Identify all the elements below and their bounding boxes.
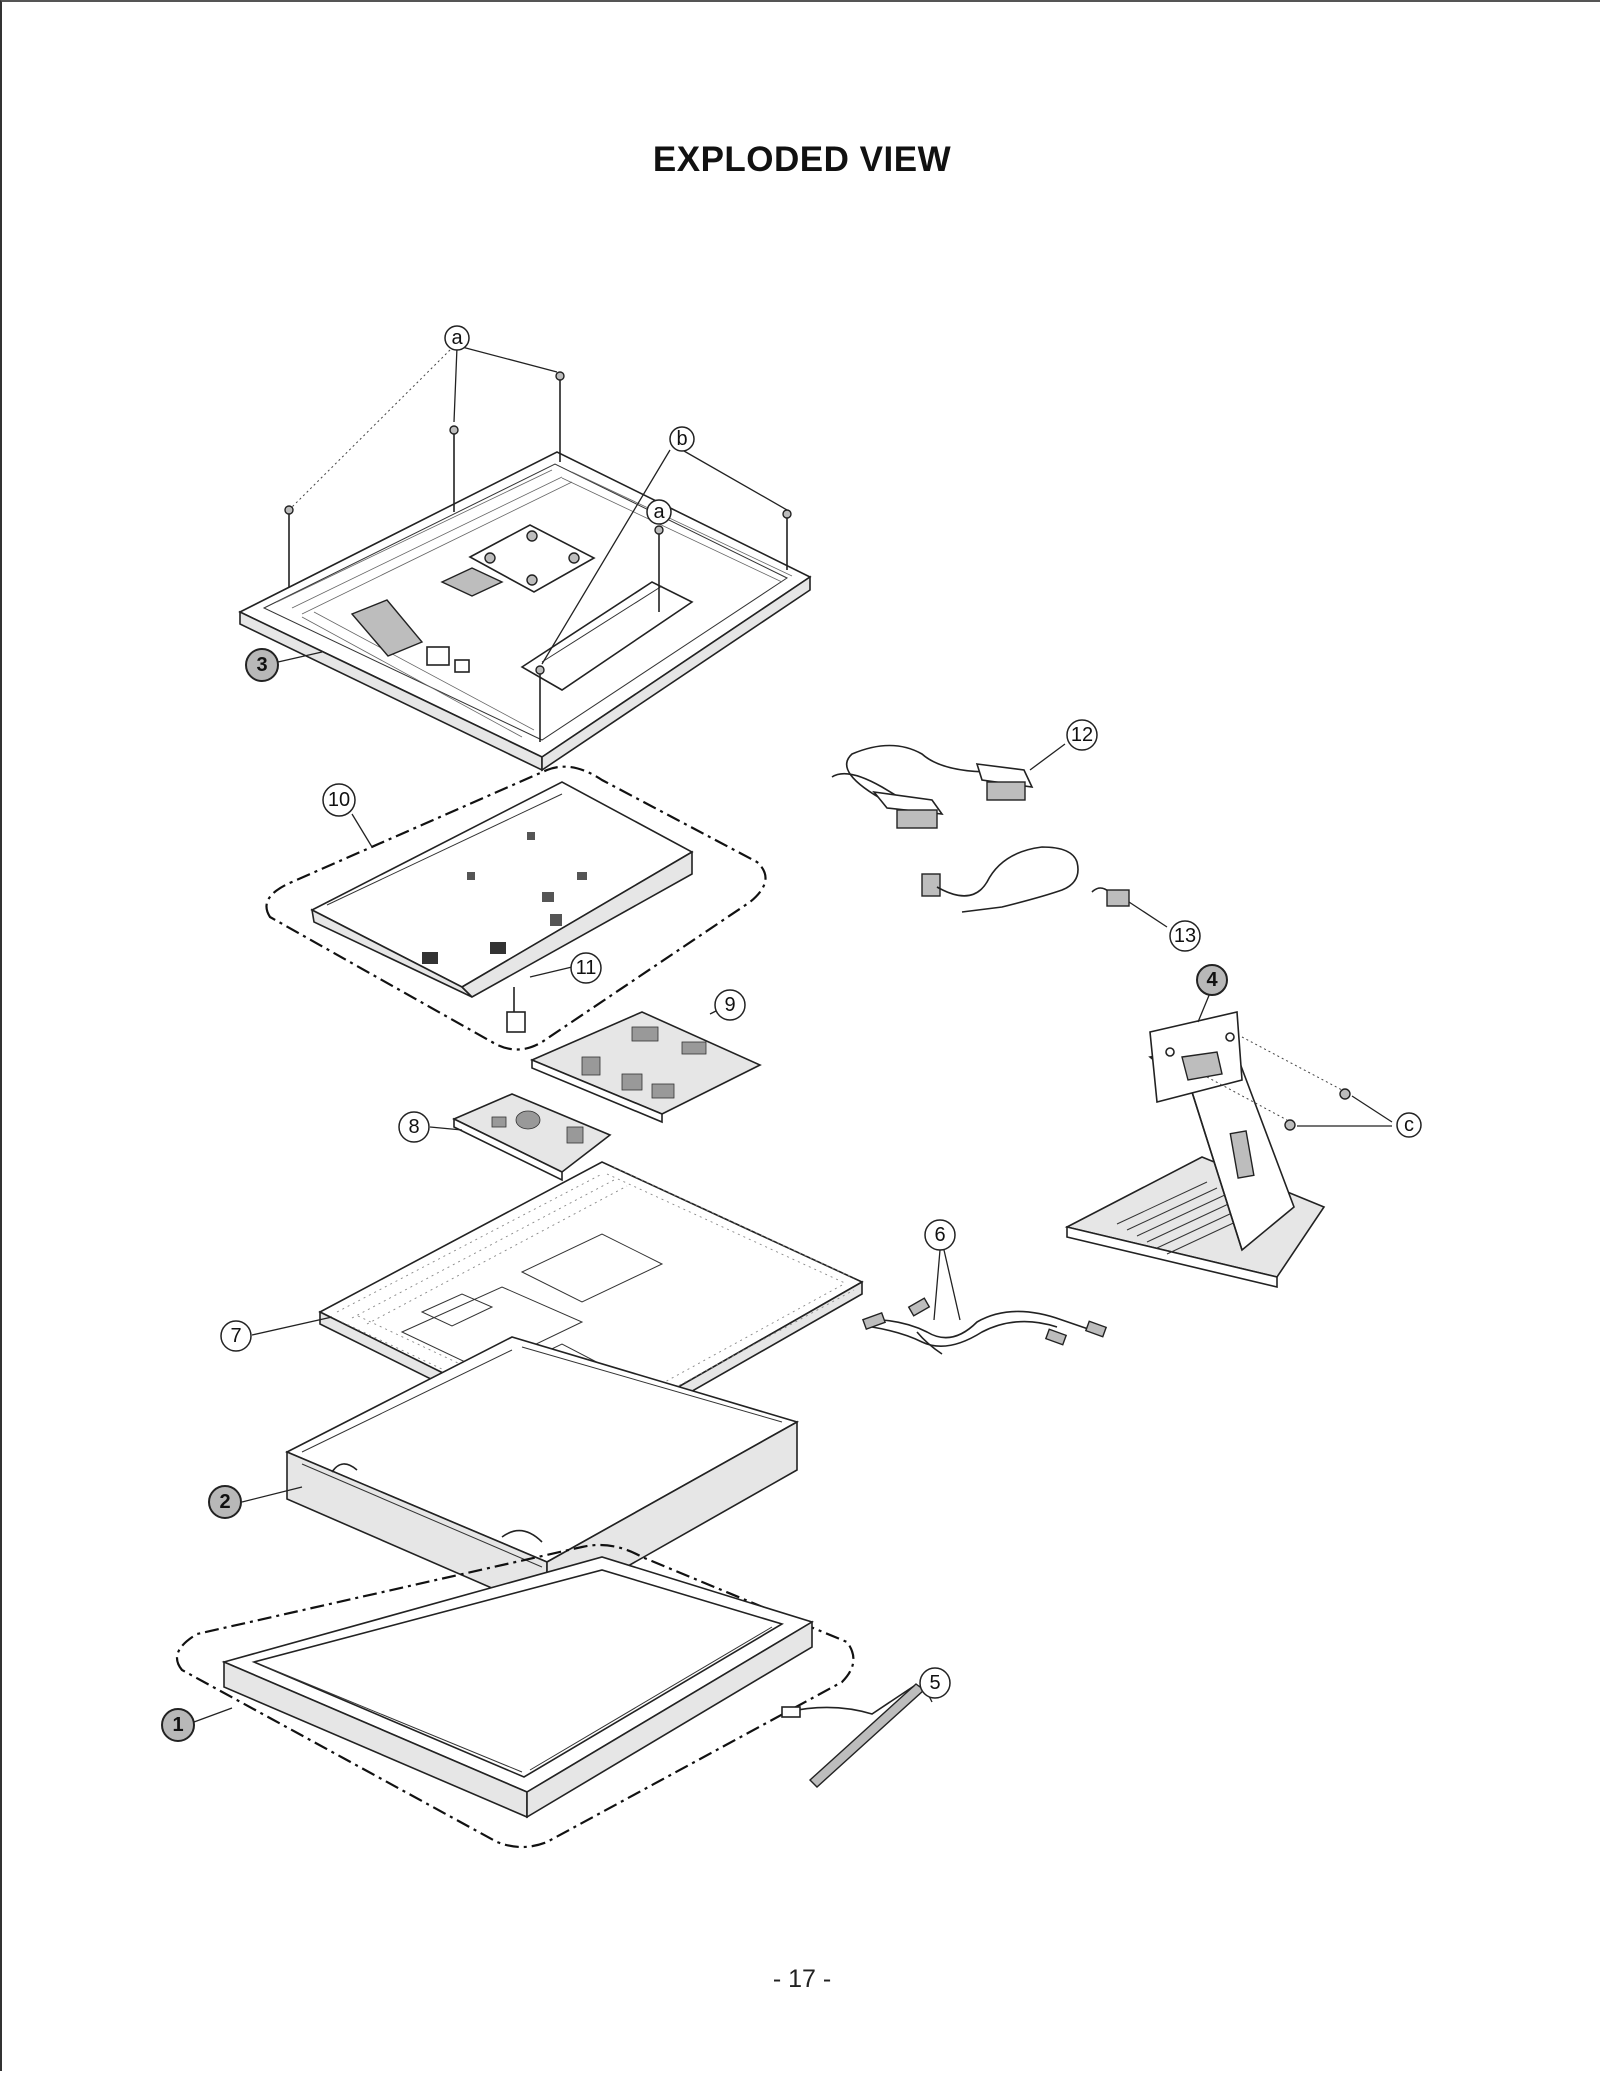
part-5-label: 5 [919,1667,951,1699]
stand [1064,1011,1326,1289]
svg-text:2: 2 [219,1491,230,1513]
lcd-module [285,1336,800,1614]
part-10-group-outline [265,765,767,1051]
part-7-label: 7 [220,1320,252,1352]
svg-text:12: 12 [1071,724,1093,746]
back-cover [238,371,812,772]
part-4-label: 4 [1196,964,1228,996]
svg-text:a: a [653,501,665,523]
lcd-shield [310,781,694,998]
callout-b: b [669,426,695,452]
svg-text:5: 5 [929,1672,940,1694]
part-6-label: 6 [924,1219,956,1251]
dvi-signal-cable [831,744,1034,829]
part-1-label: 1 [161,1708,195,1742]
svg-text:6: 6 [934,1224,945,1246]
callout-a-top: a [444,325,470,351]
svg-text:11: 11 [576,957,597,979]
part-13-label: 13 [1169,920,1201,952]
part-9-label: 9 [714,989,746,1021]
part-2-label: 2 [208,1485,242,1519]
callout-c: c [1396,1112,1422,1138]
part-10-label: 10 [322,783,356,817]
part-1-group-outline [175,1543,855,1849]
internal-cables [861,1297,1108,1355]
svg-text:8: 8 [408,1116,419,1138]
page-title: EXPLODED VIEW [652,140,952,179]
stand-screws [1206,1036,1351,1131]
svg-text:4: 4 [1206,969,1218,991]
svg-text:1: 1 [172,1714,183,1736]
svg-text:c: c [1404,1114,1414,1136]
svg-text:9: 9 [724,994,735,1016]
dsub-signal-cable [921,846,1130,913]
svg-text:a: a [451,327,463,349]
svg-text:b: b [676,428,687,450]
part-3-label: 3 [245,648,279,682]
part-8-label: 8 [398,1111,430,1143]
svg-text:3: 3 [256,654,267,676]
part-11-label: 11 [570,952,602,984]
control-board [781,1683,926,1788]
svg-text:10: 10 [328,789,350,811]
svg-text:13: 13 [1174,925,1196,947]
page-number: - 17 - [772,1965,832,1993]
power-board [452,1093,612,1182]
callout-a-mid: a [646,499,672,525]
front-bezel [221,1556,814,1819]
main-board [529,1011,762,1124]
part-12-label: 12 [1066,719,1098,751]
svg-text:7: 7 [230,1325,241,1347]
